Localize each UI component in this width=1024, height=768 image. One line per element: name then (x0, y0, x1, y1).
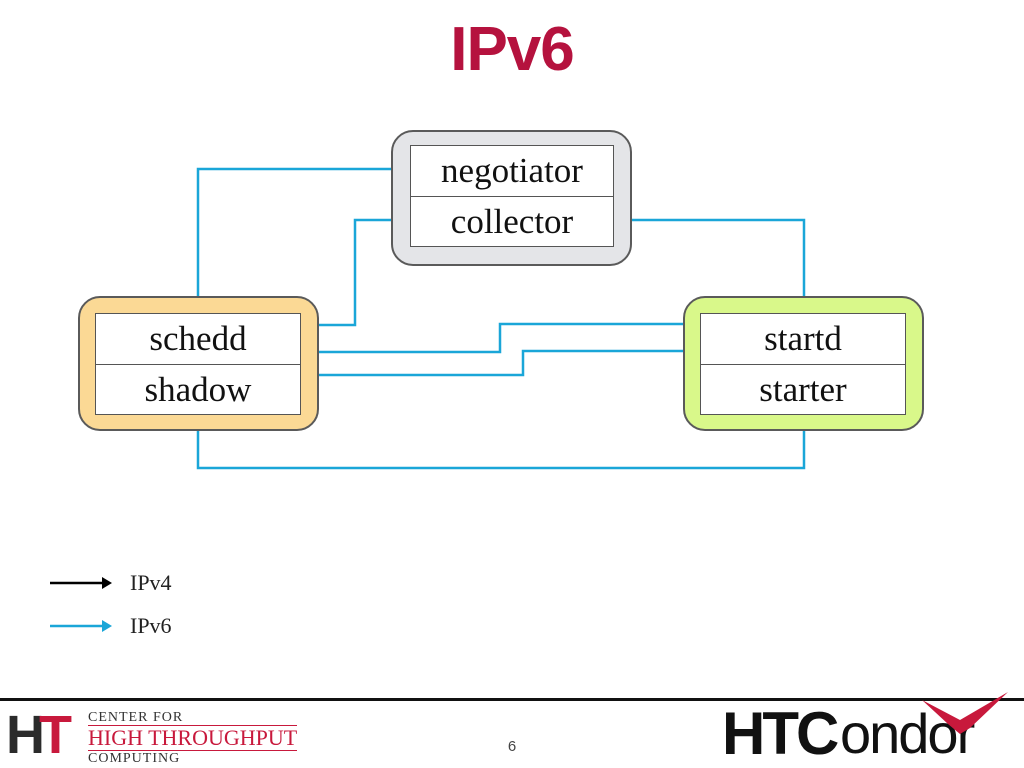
collector-box: collector (410, 196, 614, 247)
condor-bird-icon (922, 692, 1008, 734)
shadow-box: shadow (95, 364, 301, 415)
ht-logo-mark: HT (6, 705, 72, 765)
slide-title: IPv6 (450, 15, 575, 84)
center-for-htc-logo: HT CENTER FOR HIGH THROUGHPUT COMPUTING (6, 705, 306, 766)
starter-box: starter (700, 364, 906, 415)
legend-ipv6: IPv6 (50, 613, 172, 639)
negotiator-box: negotiator (410, 145, 614, 197)
schedd-box: schedd (95, 313, 301, 365)
startd-to-collector-arrow (615, 215, 806, 296)
negotiator-to-schedd-arrow (193, 167, 410, 312)
legend-ipv4-label: IPv4 (130, 570, 172, 595)
legend-ipv4: IPv4 (50, 570, 172, 596)
htcondor-logo-bold: HTC (722, 700, 839, 767)
page-number: 6 (507, 738, 517, 755)
shadow-to-startd-arrow (301, 346, 699, 377)
ipv4-arrow-icon (50, 577, 112, 589)
htcondor-logo: HTC ondor (722, 690, 1018, 764)
ht-logo-line3: COMPUTING (88, 751, 181, 766)
footer-divider (0, 698, 1024, 701)
ht-logo-line1: CENTER FOR (88, 710, 184, 725)
ipv6-arrow-icon (50, 620, 112, 632)
startd-box: startd (700, 313, 906, 365)
schedd-to-collector-arrow (301, 215, 409, 327)
htcondor-logo-regular: ondor (840, 702, 975, 765)
ht-logo-line2: HIGH THROUGHPUT (88, 725, 298, 751)
starter-to-shadow-arrow (193, 416, 806, 470)
schedd-to-startd-arrow (301, 319, 699, 354)
legend-ipv6-label: IPv6 (130, 613, 172, 638)
